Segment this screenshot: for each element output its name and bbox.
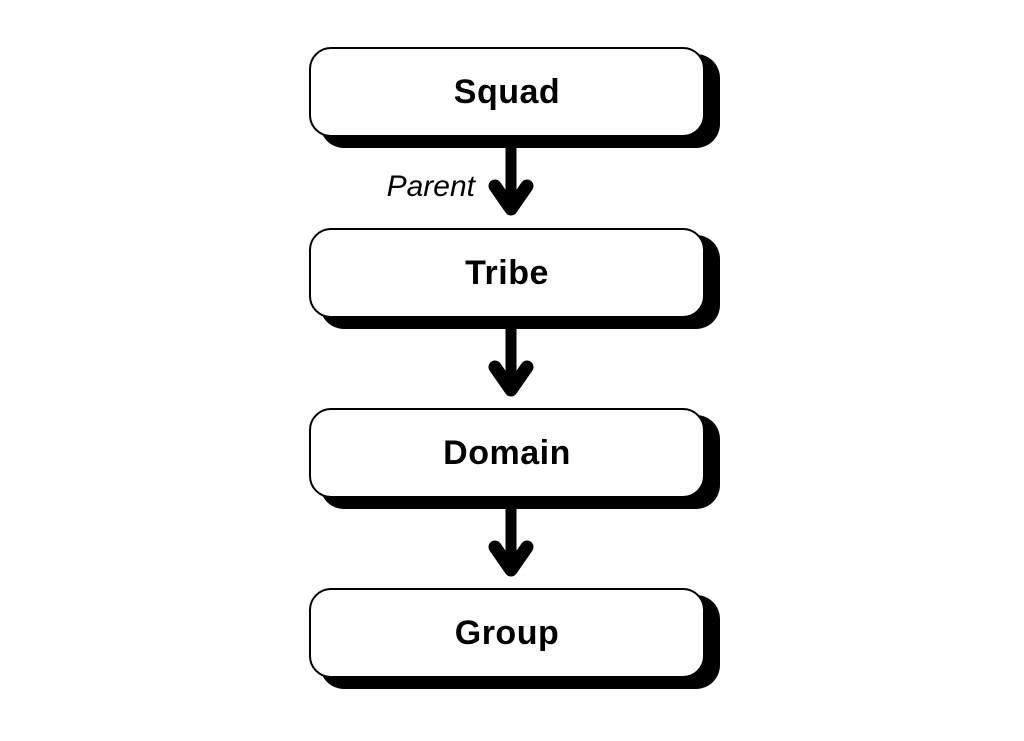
node-domain: Domain xyxy=(309,408,705,498)
arrow-squad-to-tribe-down-icon xyxy=(488,140,534,216)
node-tribe: Tribe xyxy=(309,228,705,318)
edge-label-parent: Parent xyxy=(386,170,475,203)
node-domain-label: Domain xyxy=(443,433,571,472)
node-group-label: Group xyxy=(454,613,560,652)
arrow-tribe-to-domain-down-icon xyxy=(488,321,534,397)
node-squad-label: Squad xyxy=(453,72,561,111)
arrow-domain-to-group-down-icon xyxy=(488,501,534,577)
node-squad: Squad xyxy=(309,47,705,137)
node-group: Group xyxy=(309,588,705,678)
node-tribe-label: Tribe xyxy=(465,253,549,292)
